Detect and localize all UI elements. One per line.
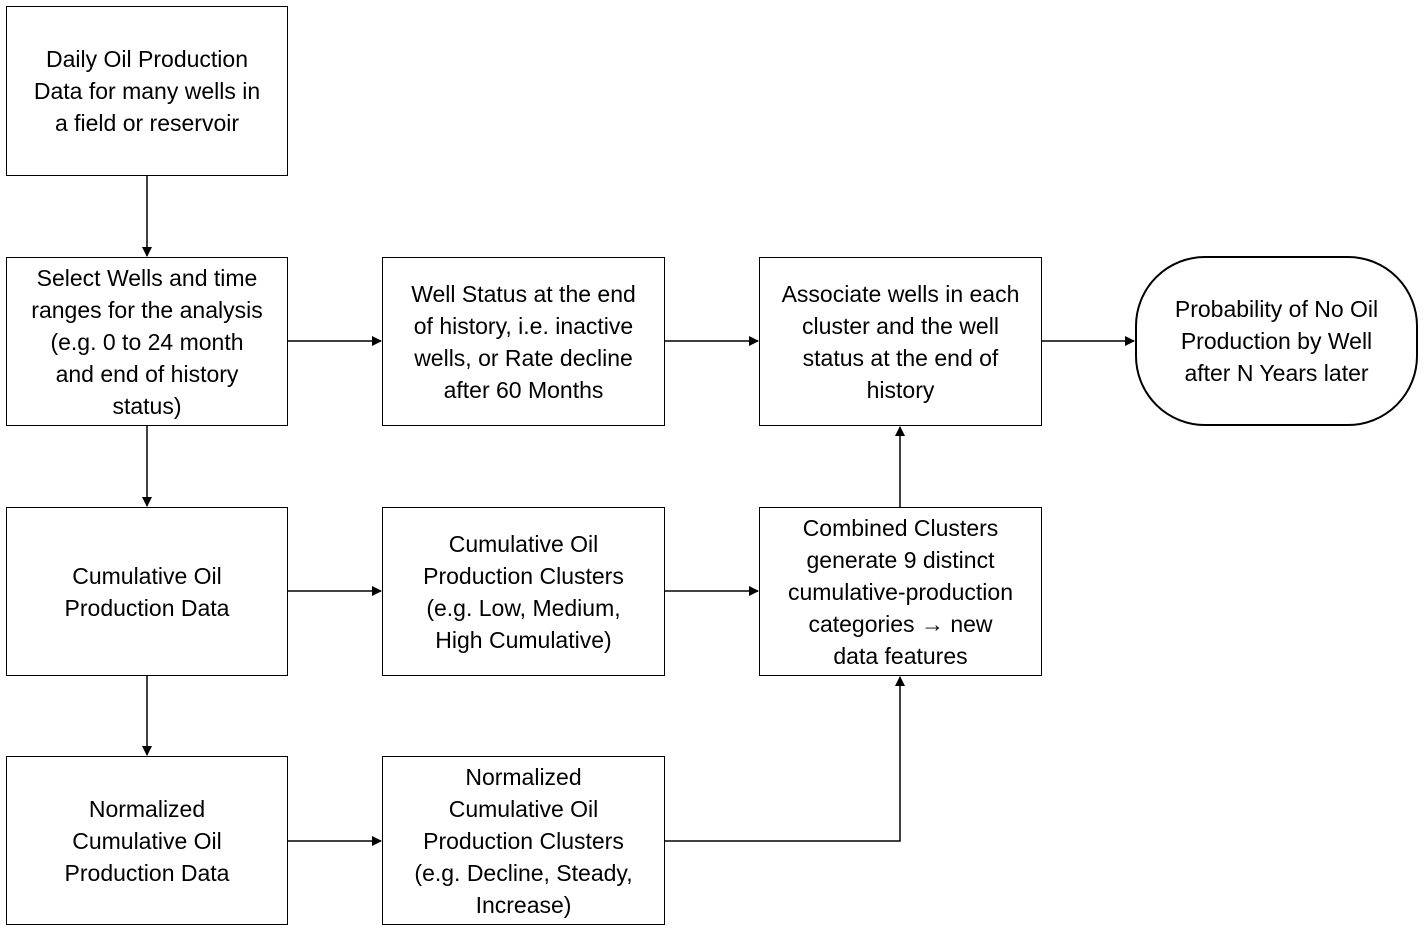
node-associate-wells: Associate wells in each cluster and the … [759, 257, 1042, 426]
node-combined-clusters: Combined Clusters generate 9 distinct cu… [759, 507, 1042, 676]
node-well-status: Well Status at the end of history, i.e. … [382, 257, 665, 426]
node-probability-terminal: Probability of No Oil Production by Well… [1135, 256, 1418, 426]
node-cumulative-clusters-label: Cumulative Oil Production Clusters (e.g.… [423, 530, 624, 653]
node-cumulative-clusters: Cumulative Oil Production Clusters (e.g.… [382, 507, 665, 676]
node-select-wells-label: Select Wells and time ranges for the ana… [31, 264, 263, 419]
node-daily-oil-production: Daily Oil Production Data for many wells… [6, 6, 288, 176]
node-select-wells: Select Wells and time ranges for the ana… [6, 257, 288, 426]
node-combined-clusters-label: Combined Clusters generate 9 distinct cu… [787, 514, 1013, 669]
node-cumulative-oil-production-label: Cumulative Oil Production Data [64, 562, 230, 621]
node-normalized-cumulative-label: Normalized Cumulative Oil Production Dat… [64, 795, 230, 886]
node-normalized-clusters: Normalized Cumulative Oil Production Clu… [382, 756, 665, 925]
node-probability-terminal-label: Probability of No Oil Production by Well… [1174, 296, 1379, 386]
node-well-status-label: Well Status at the end of history, i.e. … [411, 280, 636, 403]
arrow-norm-clusters-to-combined [665, 676, 905, 842]
node-daily-oil-production-label: Daily Oil Production Data for many wells… [33, 46, 261, 136]
node-associate-wells-label: Associate wells in each cluster and the … [781, 280, 1020, 403]
node-cumulative-oil-production: Cumulative Oil Production Data [6, 507, 288, 676]
node-normalized-cumulative: Normalized Cumulative Oil Production Dat… [6, 756, 288, 925]
node-normalized-clusters-label: Normalized Cumulative Oil Production Clu… [414, 763, 633, 918]
